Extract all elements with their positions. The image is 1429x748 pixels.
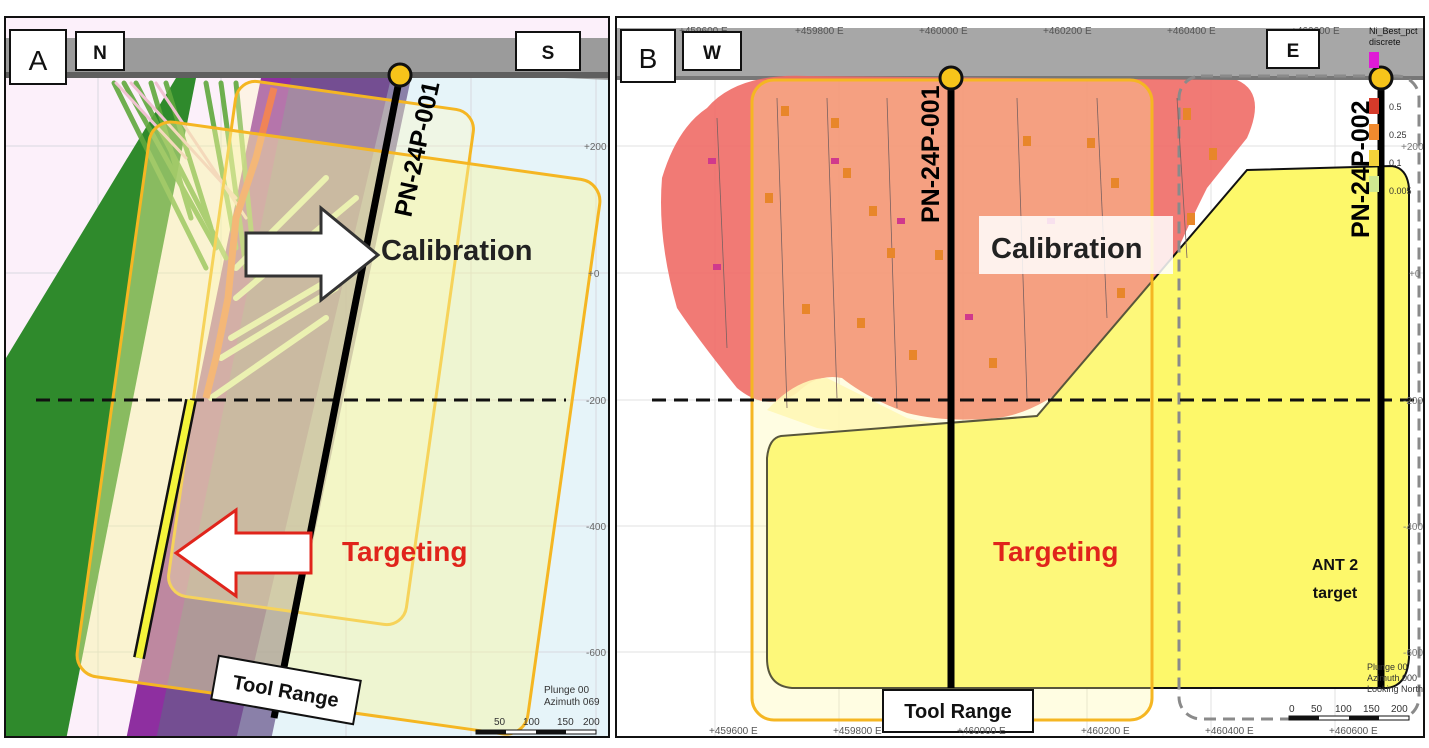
legend-swatch-red: [1369, 98, 1379, 114]
tool-range-box: [882, 689, 1034, 733]
ore-zone-trace: [202, 87, 278, 399]
cream-halo: [767, 318, 1157, 438]
legend: Ni_Best_pct discrete 0.5 0.25 0.1 0.005: [1369, 26, 1418, 196]
panel-letter: A: [29, 45, 48, 76]
svg-text:+460200 E: +460200 E: [1043, 26, 1092, 37]
svg-text:+459800 E: +459800 E: [833, 726, 882, 737]
assay-markers: [708, 97, 1217, 409]
svg-text:100: 100: [1335, 704, 1352, 715]
west-box: [682, 31, 742, 71]
calibration-window: [167, 79, 475, 627]
topography: [617, 28, 1423, 78]
view-info: Plunge 00 Azimuth 000 Looking North: [1367, 662, 1423, 694]
south-box: [515, 31, 581, 71]
calibration-label-bg: [979, 216, 1173, 274]
scale-bar: 50 100 150 200: [475, 717, 600, 735]
svg-text:+200: +200: [1401, 142, 1424, 153]
topography: [6, 38, 608, 80]
drill-collar-001: [938, 65, 964, 91]
calibration-arrow: [244, 204, 381, 304]
panel-letter: B: [639, 43, 658, 74]
svg-text:-400: -400: [1403, 522, 1423, 533]
targeting-label: Targeting: [993, 536, 1118, 567]
azimuth-text: Azimuth 069: [544, 697, 600, 708]
ant-target-line1: ANT 2: [1312, 557, 1358, 574]
svg-text:50: 50: [494, 717, 506, 728]
tool-range-label: Tool Range: [904, 701, 1011, 723]
drill-collar-002: [1368, 65, 1394, 91]
drill-fans: [111, 80, 259, 281]
svg-text:+200: +200: [584, 142, 607, 153]
svg-text:0.25: 0.25: [1389, 130, 1407, 140]
svg-text:-400: -400: [586, 522, 606, 533]
svg-text:+459600 E: +459600 E: [709, 726, 758, 737]
tool-range-segment: [135, 399, 195, 659]
svg-text:0.5: 0.5: [1389, 102, 1402, 112]
targeting-arrow: [173, 507, 313, 599]
svg-text:+0: +0: [588, 269, 600, 280]
elevation-ticks: +200 +0 -200 -400 -600: [1401, 142, 1424, 659]
svg-text:+459800 E: +459800 E: [795, 26, 844, 37]
scale-bar: 0 50 100 150 200: [1288, 704, 1410, 721]
panel-letter-box: [9, 29, 67, 85]
svg-text:150: 150: [557, 717, 574, 728]
panel-a: Calibration Targeting PN-24P-001 Tool Ra…: [4, 16, 610, 738]
elevation-ticks: +200 +0 -200 -400 -600: [584, 142, 607, 659]
targeting-zone: [766, 164, 1410, 689]
north-label: N: [93, 43, 107, 64]
svg-text:200: 200: [583, 717, 600, 728]
tool-range-box: Tool Range: [210, 654, 362, 726]
calibration-label: Calibration: [991, 233, 1142, 265]
west-label: W: [703, 43, 721, 64]
calibration-label: Calibration: [381, 235, 532, 267]
green-unit: [6, 78, 196, 736]
drill-hole-pn-24p-001: [270, 75, 404, 719]
svg-text:+460200 E: +460200 E: [1081, 726, 1130, 737]
svg-text:0.1: 0.1: [1389, 158, 1402, 168]
svg-text:-200: -200: [586, 396, 606, 407]
legend-title-2: discrete: [1369, 37, 1401, 47]
east-label: E: [1287, 41, 1300, 62]
north-box: [75, 31, 125, 71]
svg-text:Plunge 00: Plunge 00: [1367, 662, 1408, 672]
pink-drill-fans: [114, 81, 248, 220]
panel-letter-box: [620, 29, 676, 83]
svg-text:-200: -200: [1403, 396, 1423, 407]
legend-title-1: Ni_Best_pct: [1369, 26, 1418, 36]
targeting-window: [75, 120, 602, 736]
east-box: [1266, 29, 1320, 69]
south-label: S: [542, 43, 555, 64]
svg-text:Azimuth 000: Azimuth 000: [1367, 673, 1417, 683]
svg-text:0: 0: [1289, 704, 1295, 715]
easting-bottom: +459600 E +459800 E +460000 E +460200 E …: [709, 726, 1378, 737]
legend-swatch-magenta: [1369, 52, 1379, 68]
svg-text:-600: -600: [586, 648, 606, 659]
panel-b-section: +459600 E +459800 E +460000 E +460200 E …: [617, 18, 1424, 737]
svg-text:+460400 E: +460400 E: [1205, 726, 1254, 737]
svg-text:+460000 E: +460000 E: [957, 726, 1006, 737]
legend-swatch-green: [1369, 176, 1379, 192]
legend-swatch-yellow: [1369, 150, 1379, 166]
svg-text:+460400 E: +460400 E: [1167, 26, 1216, 37]
drill-hole-label-002: PN-24P-002: [1347, 100, 1375, 238]
svg-text:Looking North: Looking North: [1367, 684, 1423, 694]
drill-collar: [387, 62, 413, 88]
svg-text:100: 100: [523, 717, 540, 728]
targeting-label: Targeting: [342, 536, 467, 567]
surface-line: [6, 72, 608, 78]
panel-b: +459600 E +459800 E +460000 E +460200 E …: [615, 16, 1425, 738]
svg-text:50: 50: [1311, 704, 1323, 715]
ant-target-line2: target: [1313, 585, 1358, 602]
svg-text:+460600 E: +460600 E: [1329, 726, 1378, 737]
plunge-text: Plunge 00: [544, 685, 589, 696]
svg-text:+460000 E: +460000 E: [919, 26, 968, 37]
svg-text:150: 150: [1363, 704, 1380, 715]
svg-text:+0: +0: [1409, 269, 1421, 280]
svg-text:-600: -600: [1403, 648, 1423, 659]
legend-swatch-orange: [1369, 124, 1379, 140]
drill-hole-label-001: PN-24P-001: [917, 85, 945, 223]
svg-text:200: 200: [1391, 704, 1408, 715]
panel-a-section: Calibration Targeting PN-24P-001 Tool Ra…: [6, 18, 608, 736]
svg-text:0.005: 0.005: [1389, 186, 1412, 196]
